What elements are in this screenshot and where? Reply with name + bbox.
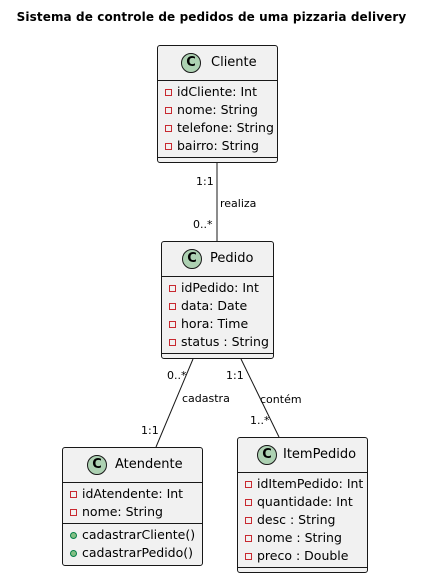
attribute: status : String bbox=[181, 334, 269, 349]
private-marker-icon bbox=[169, 321, 176, 328]
contem-label: contém bbox=[260, 393, 302, 406]
realiza-label: realiza bbox=[220, 197, 257, 210]
attribute: nome: String bbox=[177, 102, 258, 117]
class-name: Pedido bbox=[210, 251, 254, 266]
private-marker-icon bbox=[165, 125, 172, 132]
class-cliente[interactable]: C Cliente idCliente: Int nome: String te… bbox=[157, 45, 278, 163]
method: cadastrarPedido() bbox=[82, 545, 194, 560]
public-marker-icon bbox=[70, 532, 77, 539]
attribute: data: Date bbox=[181, 298, 248, 313]
contem-line bbox=[240, 358, 280, 438]
contem-to-multiplicity: 1..* bbox=[250, 414, 270, 427]
private-marker-icon bbox=[245, 481, 252, 488]
class-atendente[interactable]: C Atendente idAtendente: Int nome: Strin… bbox=[62, 447, 203, 566]
private-marker-icon bbox=[245, 553, 252, 560]
class-name: Atendente bbox=[115, 457, 183, 472]
attribute: desc : String bbox=[257, 512, 336, 527]
attributes-section: idCliente: Int nome: String telefone: St… bbox=[158, 80, 277, 157]
attribute: nome : String bbox=[257, 530, 342, 545]
class-pedido[interactable]: C Pedido idPedido: Int data: Date hora: … bbox=[161, 241, 274, 359]
contem-from-multiplicity: 1:1 bbox=[226, 369, 244, 382]
attribute: preco : Double bbox=[257, 548, 349, 563]
realiza-to-multiplicity: 0..* bbox=[193, 218, 213, 231]
methods-section bbox=[162, 353, 273, 361]
private-marker-icon bbox=[245, 517, 252, 524]
class-name: Cliente bbox=[211, 55, 257, 70]
attribute: bairro: String bbox=[177, 138, 259, 153]
cadastra-to-multiplicity: 1:1 bbox=[141, 424, 159, 437]
private-marker-icon bbox=[169, 339, 176, 346]
private-marker-icon bbox=[169, 303, 176, 310]
class-icon: C bbox=[181, 53, 201, 73]
methods-section: cadastrarCliente() cadastrarPedido() bbox=[63, 523, 202, 564]
private-marker-icon bbox=[245, 535, 252, 542]
attribute: idAtendente: Int bbox=[82, 486, 184, 501]
class-icon: C bbox=[257, 445, 277, 465]
private-marker-icon bbox=[165, 143, 172, 150]
attribute: idPedido: Int bbox=[181, 280, 259, 295]
private-marker-icon bbox=[165, 89, 172, 96]
cadastra-line bbox=[155, 358, 194, 448]
class-name: ItemPedido bbox=[283, 447, 357, 462]
attributes-section: idAtendente: Int nome: String bbox=[63, 482, 202, 523]
private-marker-icon bbox=[70, 509, 77, 516]
class-icon: C bbox=[87, 455, 107, 475]
attribute: telefone: String bbox=[177, 120, 274, 135]
class-itempedido[interactable]: C ItemPedido idItemPedido: Int quantidad… bbox=[237, 437, 368, 573]
private-marker-icon bbox=[169, 285, 176, 292]
class-icon: C bbox=[182, 249, 202, 269]
cadastra-from-multiplicity: 0..* bbox=[167, 369, 187, 382]
attribute: nome: String bbox=[82, 504, 163, 519]
private-marker-icon bbox=[70, 491, 77, 498]
private-marker-icon bbox=[165, 107, 172, 114]
attributes-section: idPedido: Int data: Date hora: Time stat… bbox=[162, 276, 273, 353]
private-marker-icon bbox=[245, 499, 252, 506]
attribute: hora: Time bbox=[181, 316, 249, 331]
attribute: idCliente: Int bbox=[177, 84, 257, 99]
methods-section bbox=[158, 157, 277, 165]
methods-section bbox=[238, 567, 367, 575]
public-marker-icon bbox=[70, 550, 77, 557]
attributes-section: idItemPedido: Int quantidade: Int desc :… bbox=[238, 472, 367, 567]
realiza-from-multiplicity: 1:1 bbox=[196, 175, 214, 188]
cadastra-label: cadastra bbox=[182, 392, 230, 405]
attribute: quantidade: Int bbox=[257, 494, 353, 509]
diagram-title: Sistema de controle de pedidos de uma pi… bbox=[16, 10, 407, 24]
method: cadastrarCliente() bbox=[82, 527, 196, 542]
attribute: idItemPedido: Int bbox=[257, 476, 364, 491]
